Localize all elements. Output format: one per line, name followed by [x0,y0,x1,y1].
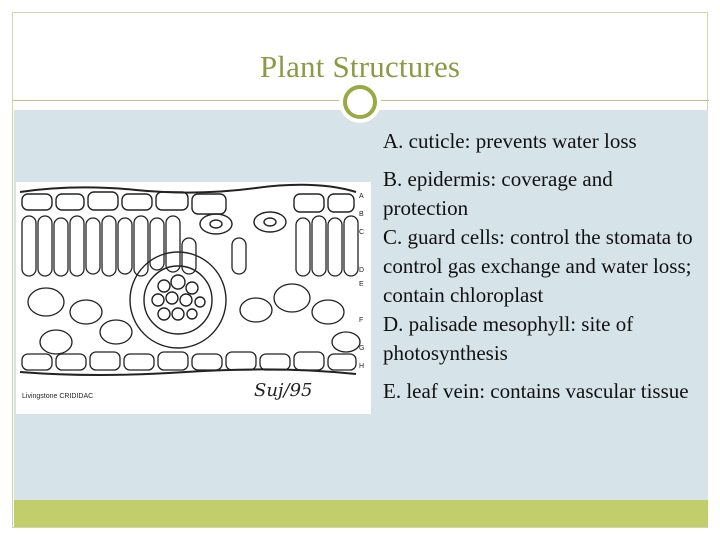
figure-letter: B [359,211,364,218]
slide-title: Plant Structures [259,49,461,84]
figure-letter: E [359,281,364,288]
figure-letter: G [359,345,364,352]
list-item: C. guard cells: control the stomata to c… [383,225,693,307]
figure-letter: D [359,267,364,274]
figure-letter: F [359,317,363,324]
artist-signature: Suj/95 [254,380,312,401]
list-item: B. epidermis: coverage and protection [383,167,613,220]
figure-letter: A [359,193,364,200]
list-item: A. cuticle: prevents water loss [383,129,637,153]
ring-ornament-icon [339,81,381,123]
footer-bar [14,500,708,527]
figure-letter: C [359,229,364,236]
leaf-cross-section-drawing: A B C D E F G H Livingstone CRIDIDAC Suj… [16,182,371,414]
slide: Plant Structures [12,12,709,528]
list-item: D. palisade mesophyll: site of photosynt… [383,312,634,365]
structure-list: A. cuticle: prevents water loss B. epide… [383,127,703,406]
figure-letter: H [359,363,364,370]
leaf-cross-section-figure: A B C D E F G H Livingstone CRIDIDAC Suj… [16,182,371,414]
figure-caption: Livingstone CRIDIDAC [22,393,93,400]
list-item: E. leaf vein: contains vascular tissue [383,379,689,403]
